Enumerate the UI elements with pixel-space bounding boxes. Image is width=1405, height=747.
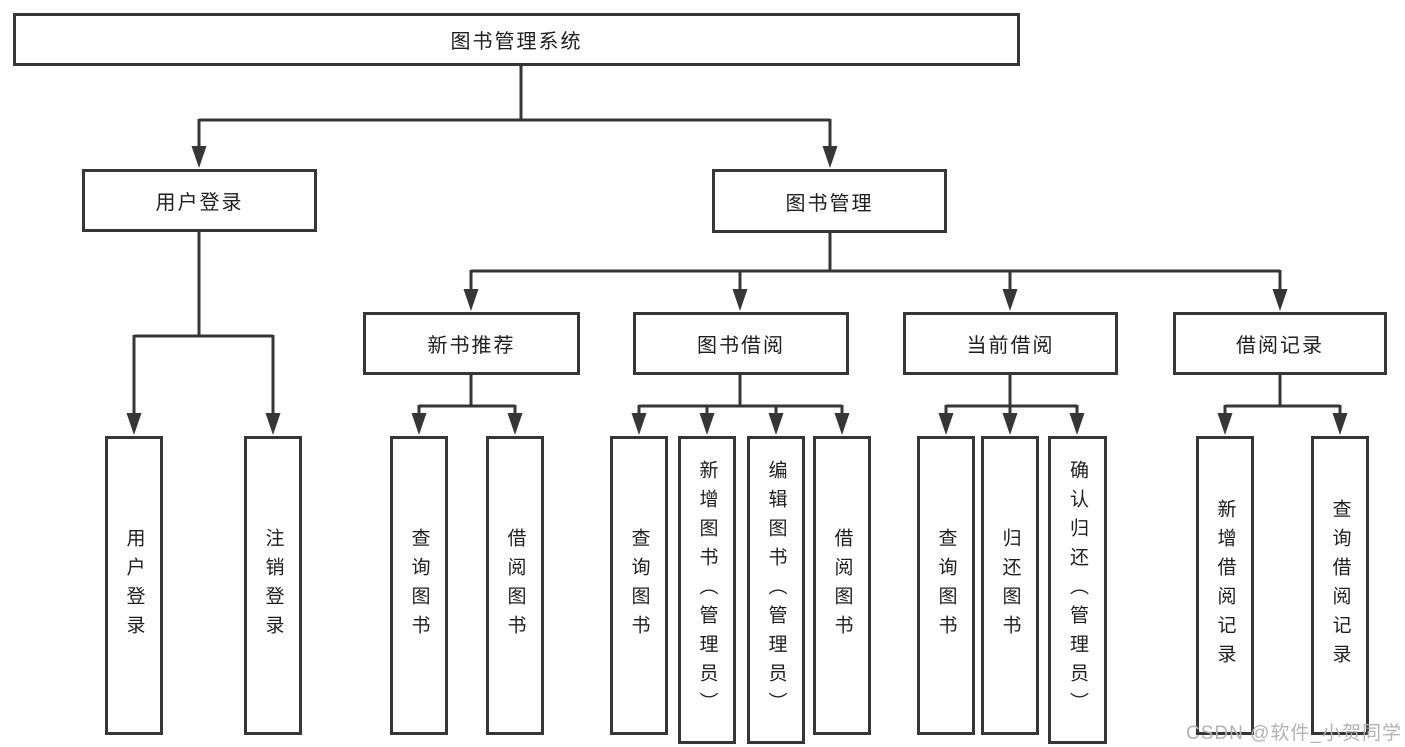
leaf-records-query-record-label: 查询借阅记录	[1329, 498, 1351, 673]
node-book-management-label: 图书管理	[785, 192, 874, 215]
leaf-logout-label: 注销登录	[262, 527, 284, 644]
leaf-borrowing-borrow-books: 借阅图书	[813, 436, 871, 735]
node-book-management: 图书管理	[712, 169, 947, 233]
leaf-user-login-label: 用户登录	[123, 527, 145, 644]
leaf-logout: 注销登录	[244, 436, 302, 735]
node-root: 图书管理系统	[13, 13, 1020, 66]
leaf-borrowing-add-books-admin-label: 新增图书（管理员）	[696, 459, 718, 721]
node-borrow-records-label: 借阅记录	[1236, 335, 1324, 357]
leaf-recommend-query-books-label: 查询图书	[408, 527, 430, 644]
leaf-borrowing-edit-books-admin-label: 编辑图书（管理员）	[765, 459, 787, 721]
node-borrow-records: 借阅记录	[1173, 312, 1387, 375]
node-new-book-recommend: 新书推荐	[363, 312, 580, 375]
leaf-records-query-record: 查询借阅记录	[1311, 436, 1369, 735]
node-root-label: 图书管理系统	[450, 31, 583, 53]
node-user-login-label: 用户登录	[155, 192, 244, 214]
leaf-user-login: 用户登录	[105, 436, 163, 735]
node-current-borrowing: 当前借阅	[903, 312, 1118, 375]
node-current-borrowing-label: 当前借阅	[966, 335, 1055, 357]
tree-edges	[132, 66, 1342, 414]
leaf-borrowing-query-books-label: 查询图书	[628, 527, 650, 644]
leaf-borrowing-add-books-admin: 新增图书（管理员）	[678, 436, 736, 744]
node-book-borrowing-label: 图书借阅	[697, 335, 785, 357]
leaf-recommend-borrow-books: 借阅图书	[486, 436, 544, 735]
leaf-current-return-books-label: 归还图书	[999, 527, 1021, 644]
node-new-book-recommend-label: 新书推荐	[427, 335, 516, 357]
arrowheads	[126, 146, 1348, 435]
leaf-borrowing-query-books: 查询图书	[610, 436, 668, 735]
leaf-borrowing-borrow-books-label: 借阅图书	[831, 527, 853, 644]
leaf-recommend-borrow-books-label: 借阅图书	[504, 527, 526, 644]
leaf-current-query-books: 查询图书	[917, 436, 975, 735]
leaf-current-confirm-return-admin-label: 确认归还（管理员）	[1067, 459, 1088, 721]
leaf-records-add-record: 新增借阅记录	[1196, 436, 1254, 735]
leaf-current-return-books: 归还图书	[981, 436, 1039, 735]
leaf-records-add-record-label: 新增借阅记录	[1214, 498, 1236, 673]
node-user-login: 用户登录	[82, 169, 317, 232]
leaf-recommend-query-books: 查询图书	[390, 436, 448, 735]
leaf-current-query-books-label: 查询图书	[935, 527, 957, 644]
leaf-current-confirm-return-admin: 确认归还（管理员）	[1048, 436, 1107, 744]
csdn-watermark: CSDN @软件_小贺同学	[1186, 723, 1402, 744]
leaf-borrowing-edit-books-admin: 编辑图书（管理员）	[747, 436, 805, 744]
node-book-borrowing: 图书借阅	[633, 312, 849, 375]
